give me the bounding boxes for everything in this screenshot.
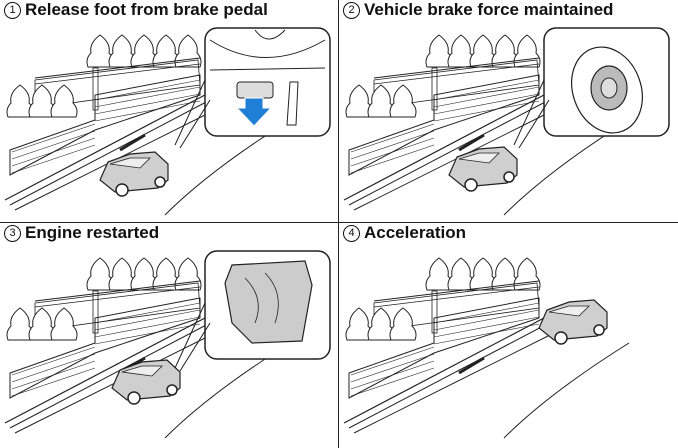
step-number: 4 (343, 224, 360, 242)
title-text: Acceleration (364, 223, 467, 242)
title-text: Vehicle brake force maintained (364, 0, 614, 19)
title-text: Release foot from brake pedal (25, 0, 268, 19)
car (538, 299, 608, 345)
step-number: 1 (4, 1, 21, 19)
vertical-divider (338, 0, 339, 448)
scene-illustration (343, 257, 630, 439)
title-text: Engine restarted (25, 223, 160, 242)
car (111, 359, 181, 405)
scene-illustration (343, 27, 670, 216)
step-number: 3 (4, 224, 21, 242)
scene-illustration (4, 250, 331, 439)
car (448, 146, 518, 192)
step-number: 2 (343, 1, 360, 19)
horizontal-divider (0, 222, 678, 223)
car (99, 151, 169, 197)
scene-illustration (4, 27, 331, 216)
